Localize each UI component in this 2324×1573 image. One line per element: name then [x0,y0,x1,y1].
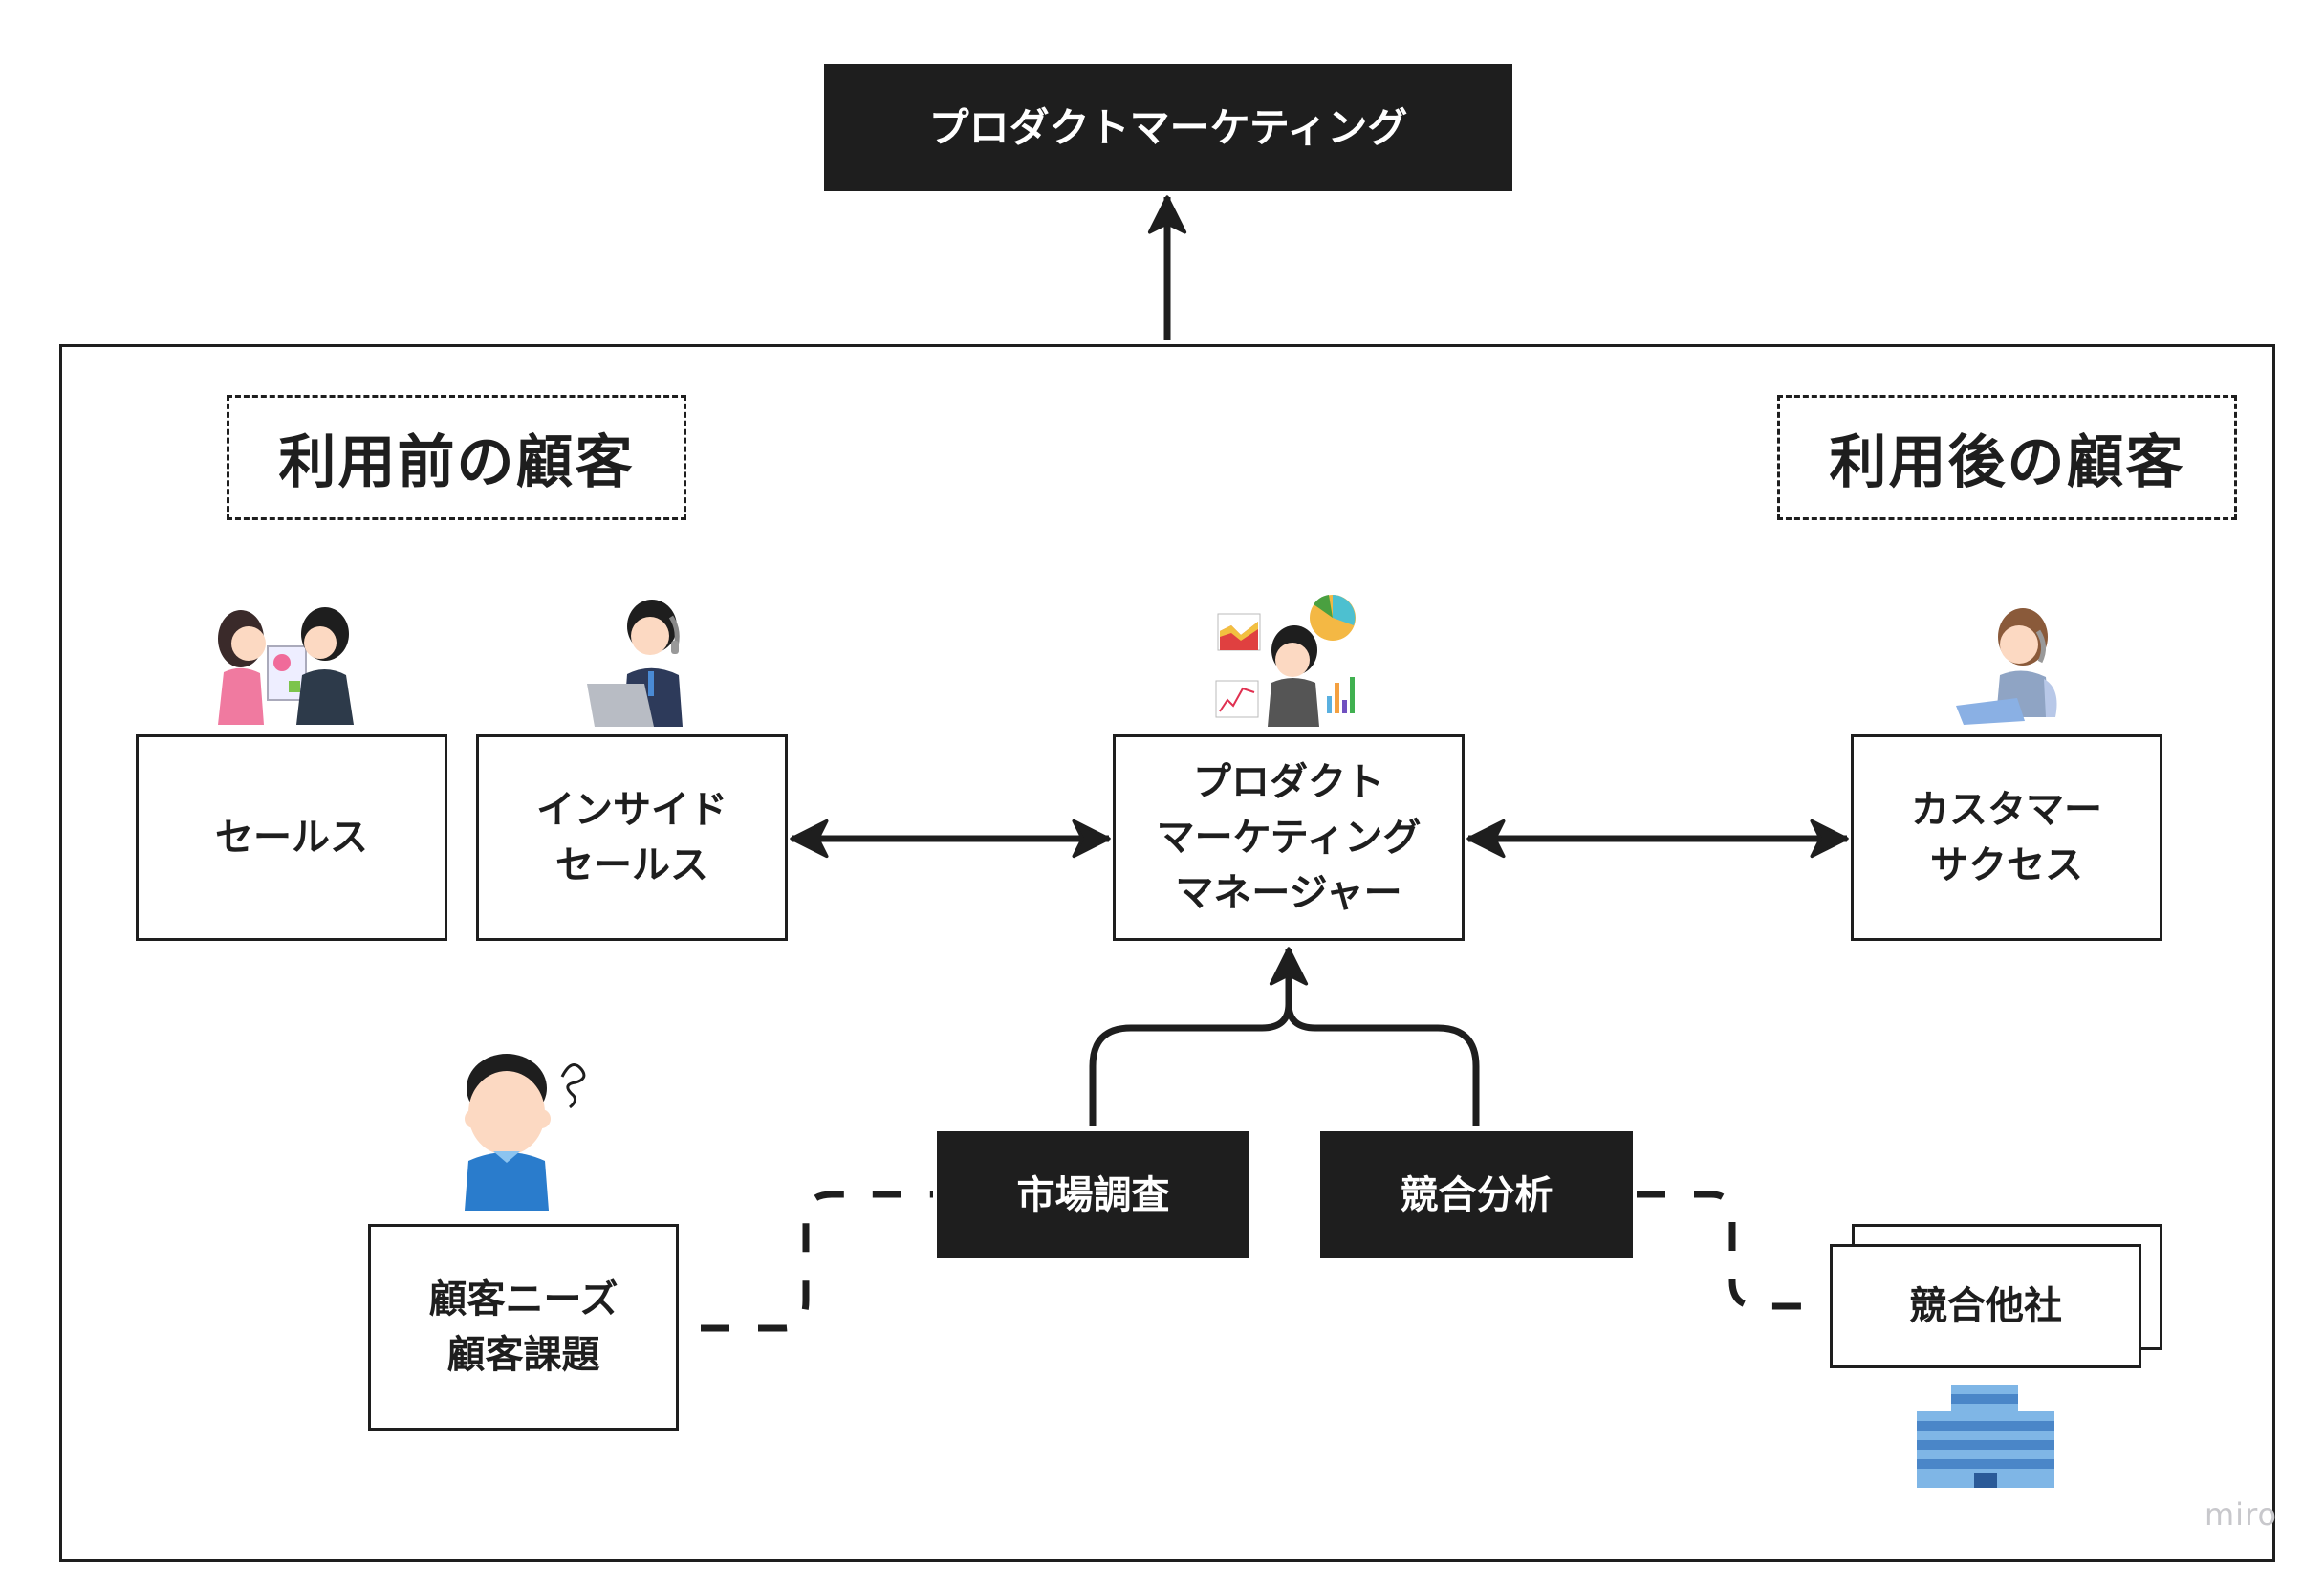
inside-sales-label: インサイド セールス [536,788,728,887]
dashed-needs-to-research [701,1191,933,1332]
analyst-charts-illustration-icon [1215,595,1361,727]
customer-needs-label: 顧客ニーズ 顧客課題 [428,1278,619,1377]
pmm-box[interactable]: プロダクト マーケティング マネージャー [1113,734,1465,941]
section-before-customers: 利用前の顧客 [227,395,686,520]
market-research-box[interactable]: 市場調査 [937,1131,1249,1258]
customer-success-box[interactable]: カスタマー サクセス [1851,734,2162,941]
product-marketing-label: プロダクトマーケティング [928,103,1408,151]
section-after-customers: 利用後の顧客 [1777,395,2237,520]
troubled-man-illustration-icon [465,1054,586,1211]
competitive-analysis-box[interactable]: 競合分析 [1320,1131,1633,1258]
section-before-label: 利用前の顧客 [278,429,635,496]
section-after-label: 利用後の顧客 [1829,429,2185,496]
arrow-analysis-to-pmm [1285,1003,1480,1126]
competitive-analysis-label: 競合分析 [1400,1172,1553,1217]
customer-needs-box[interactable]: 顧客ニーズ 顧客課題 [368,1224,679,1431]
sales-meeting-illustration-icon [218,607,354,725]
headset-laptop-illustration-icon [587,600,683,727]
customer-success-label: カスタマー サクセス [1911,788,2102,887]
office-building-illustration-icon [1917,1385,2054,1488]
market-research-label: 市場調査 [1016,1172,1170,1217]
product-marketing-box[interactable]: プロダクトマーケティング [824,64,1512,191]
operator-keyboard-illustration-icon [1956,608,2057,725]
sales-label: セールス [215,816,368,860]
miro-watermark: miro [2205,1497,2278,1533]
competitors-label: 競合他社 [1909,1284,2062,1328]
pmm-label: プロダクト マーケティング マネージャー [1156,760,1422,915]
competitors-box[interactable]: 競合他社 [1830,1244,2141,1368]
dashed-analysis-to-competitors [1637,1191,1826,1310]
sales-box[interactable]: セールス [136,734,447,941]
customer-journey-container [59,344,2275,1562]
inside-sales-box[interactable]: インサイド セールス [476,734,788,941]
